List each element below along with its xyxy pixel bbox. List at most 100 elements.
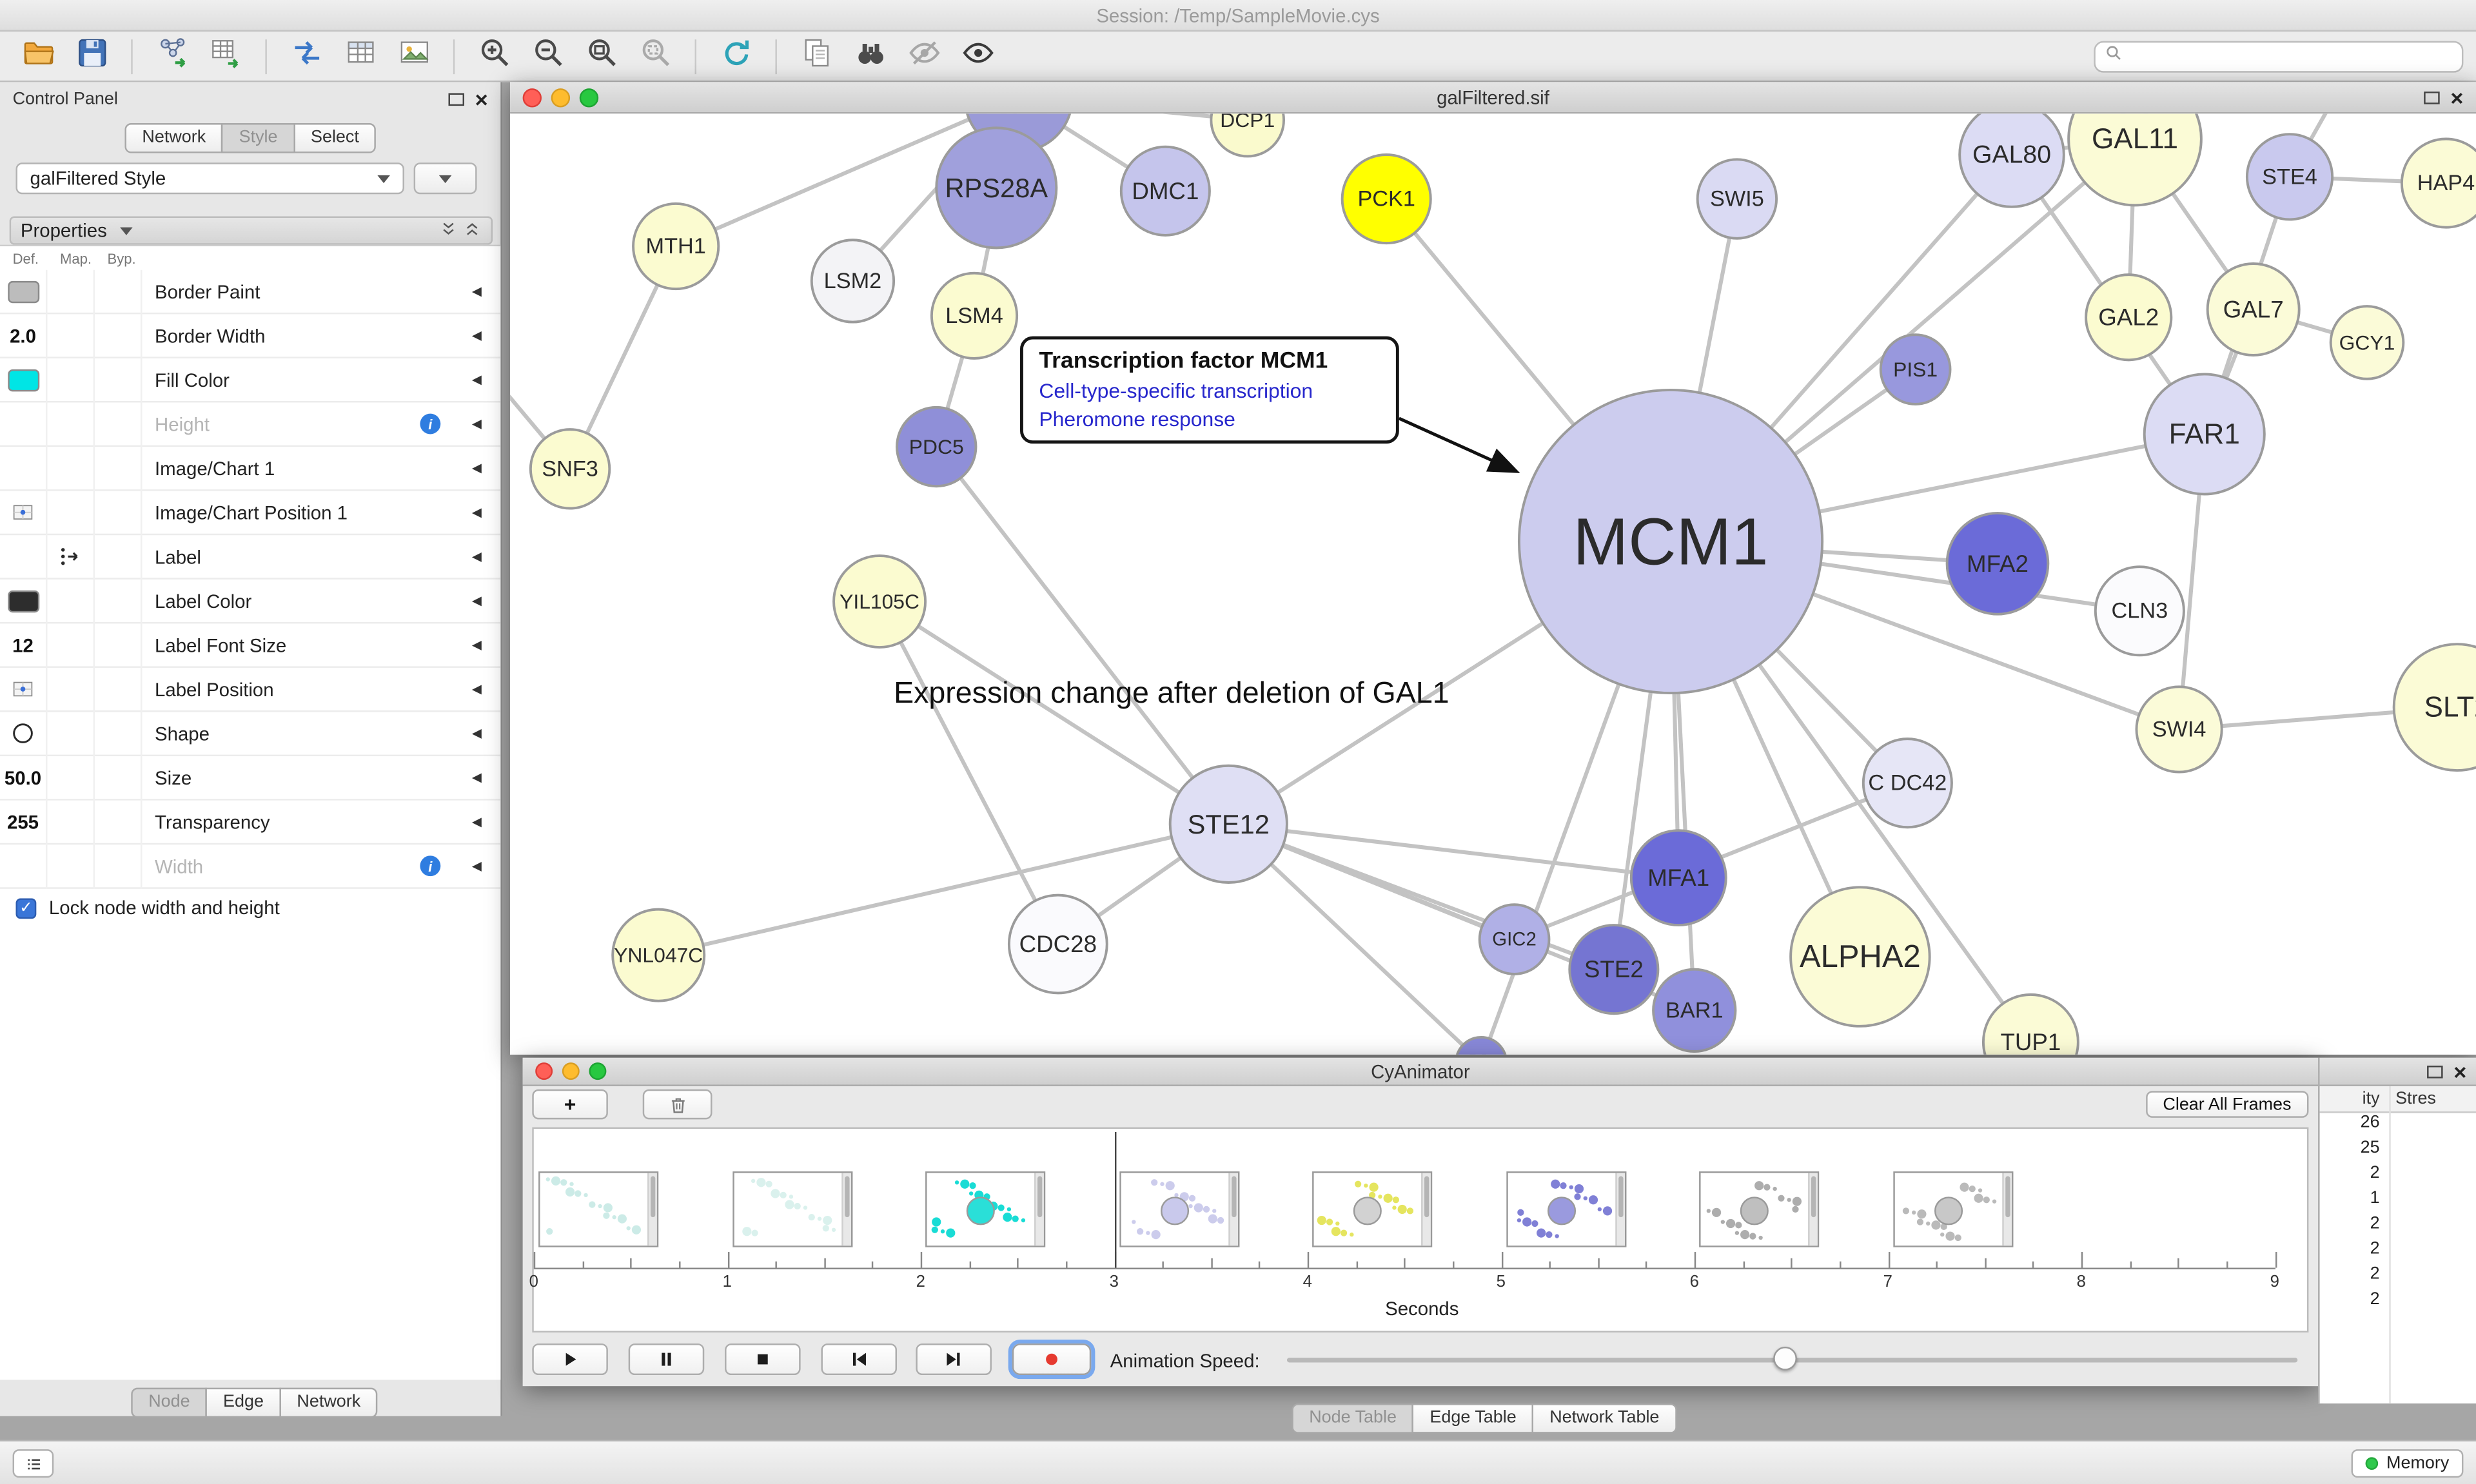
expand-arrow-icon[interactable]: ◀ [471, 770, 482, 785]
close-panel-button[interactable]: × [2453, 1059, 2467, 1084]
frame-thumbnail-3[interactable] [1119, 1171, 1239, 1247]
bypass-cell[interactable] [95, 402, 142, 446]
table-row[interactable]: 2 [2320, 1214, 2476, 1239]
network-node-ste12[interactable]: STE12 [1168, 764, 1288, 884]
search-field[interactable] [2094, 40, 2464, 72]
network-node-yil105c[interactable]: YIL105C [832, 554, 927, 649]
annotation-text[interactable]: Expression change after deletion of GAL1 [894, 677, 1449, 711]
style-property-image-chart-position-1[interactable]: Image/Chart Position 1◀ [0, 490, 501, 536]
zoom-traffic-light[interactable] [589, 1062, 607, 1080]
frame-thumbnail-1[interactable] [732, 1171, 852, 1247]
tab-node-table[interactable]: Node Table [1292, 1403, 1414, 1434]
style-property-fill-color[interactable]: Fill Color◀ [0, 357, 501, 403]
playhead[interactable] [1114, 1131, 1116, 1268]
close-window-button[interactable]: × [2450, 84, 2464, 110]
mapping-cell[interactable] [47, 755, 95, 800]
bypass-cell[interactable] [95, 711, 142, 756]
network-node-ynl047c[interactable]: YNL047C [611, 908, 706, 1002]
default-value-cell[interactable] [0, 843, 48, 888]
bypass-cell[interactable] [95, 357, 142, 402]
style-tab-edge[interactable]: Edge [206, 1387, 281, 1418]
tab-style[interactable]: Style [221, 123, 295, 153]
style-tab-node[interactable]: Node [131, 1387, 208, 1418]
close-traffic-light[interactable] [522, 87, 542, 107]
save-button[interactable] [66, 35, 117, 77]
network-node-snf3[interactable]: SNF3 [529, 428, 611, 510]
hide-button[interactable] [898, 35, 948, 77]
style-selector-combobox[interactable]: galFiltered Style [15, 162, 404, 195]
table-row[interactable]: 26 [2320, 1113, 2476, 1138]
thumbnail-scrollbar[interactable] [1615, 1173, 1624, 1246]
minimize-traffic-light[interactable] [551, 87, 571, 107]
network-node-swi4[interactable]: SWI4 [2135, 685, 2223, 774]
frame-thumbnail-6[interactable] [1699, 1171, 1820, 1247]
expand-arrow-icon[interactable]: ◀ [471, 372, 482, 387]
mapping-cell[interactable] [47, 578, 95, 623]
network-node-mfa1[interactable]: MFA1 [1629, 829, 1727, 927]
default-value-cell[interactable]: 12 [0, 623, 48, 667]
default-value-cell[interactable] [0, 490, 48, 534]
float-panel-button[interactable] [448, 93, 464, 106]
default-value-cell[interactable] [0, 667, 48, 712]
thumbnail-scrollbar[interactable] [2001, 1173, 2011, 1246]
style-options-button[interactable] [413, 162, 477, 195]
table-row[interactable]: 2 [2320, 1239, 2476, 1264]
mapping-cell[interactable] [47, 534, 95, 579]
network-node-lsm2[interactable]: LSM2 [810, 239, 896, 324]
frame-thumbnail-7[interactable] [1892, 1171, 2013, 1247]
expand-arrow-icon[interactable]: ◀ [471, 328, 482, 343]
mapping-cell[interactable] [47, 313, 95, 358]
network-node-pis1[interactable]: PIS1 [1879, 333, 1952, 405]
style-property-image-chart-1[interactable]: Image/Chart 1◀ [0, 445, 501, 491]
expand-arrow-icon[interactable]: ◀ [471, 726, 482, 741]
skip-to-start-button[interactable] [821, 1343, 898, 1376]
mapping-cell[interactable] [47, 623, 95, 667]
thumbnail-scrollbar[interactable] [1228, 1173, 1237, 1246]
mapping-cell[interactable] [47, 799, 95, 844]
default-value-cell[interactable] [0, 445, 48, 491]
animation-speed-slider[interactable] [1286, 1343, 2298, 1375]
zoom-out-button[interactable] [523, 35, 573, 77]
zoom-in-button[interactable] [469, 35, 519, 77]
first-neighbors-button[interactable] [845, 35, 895, 77]
mapping-cell[interactable] [47, 402, 95, 446]
frame-thumbnail-0[interactable] [538, 1171, 659, 1247]
column-header[interactable]: Stres [2395, 1089, 2437, 1109]
refresh-button[interactable] [711, 35, 761, 77]
default-value-cell[interactable] [0, 269, 48, 314]
lock-size-checkbox[interactable]: ✓ [15, 897, 37, 919]
default-value-cell[interactable]: 2.0 [0, 313, 48, 358]
frame-thumbnail-4[interactable] [1312, 1171, 1433, 1247]
style-property-shape[interactable]: Shape◀ [0, 711, 501, 757]
default-value-cell[interactable]: 50.0 [0, 755, 48, 800]
network-node-bar1[interactable]: BAR1 [1652, 968, 1737, 1053]
mapping-cell[interactable] [47, 667, 95, 712]
collapse-all-icon[interactable] [463, 219, 482, 242]
network-node-tup1[interactable]: TUP1 [1981, 993, 2079, 1055]
search-input[interactable] [2128, 44, 2454, 68]
minimize-traffic-light[interactable] [562, 1062, 580, 1080]
zoom-traffic-light[interactable] [579, 87, 599, 107]
bypass-cell[interactable] [95, 799, 142, 844]
bypass-cell[interactable] [95, 269, 142, 314]
network-node-swi5[interactable]: SWI5 [1696, 158, 1778, 240]
expand-arrow-icon[interactable]: ◀ [471, 416, 482, 431]
table-row[interactable]: 2 [2320, 1164, 2476, 1189]
network-node-gal80[interactable]: GAL80 [1958, 113, 2065, 208]
delete-frame-button[interactable] [642, 1089, 712, 1120]
clear-all-frames-button[interactable]: Clear All Frames [2145, 1091, 2309, 1118]
thumbnail-scrollbar[interactable] [647, 1173, 657, 1246]
tab-edge-table[interactable]: Edge Table [1412, 1403, 1534, 1434]
bypass-cell[interactable] [95, 534, 142, 579]
style-property-label-position[interactable]: Label Position◀ [0, 667, 501, 712]
table-row[interactable]: 25 [2320, 1138, 2476, 1164]
network-node-gal11[interactable]: GAL11 [2067, 113, 2203, 207]
bypass-cell[interactable] [95, 445, 142, 491]
network-node-bot[interactable] [1455, 1036, 1507, 1055]
tab-network[interactable]: Network [124, 123, 224, 153]
float-panel-button[interactable] [2426, 1064, 2443, 1078]
network-node-slt2[interactable]: SLT2 [2392, 643, 2476, 772]
